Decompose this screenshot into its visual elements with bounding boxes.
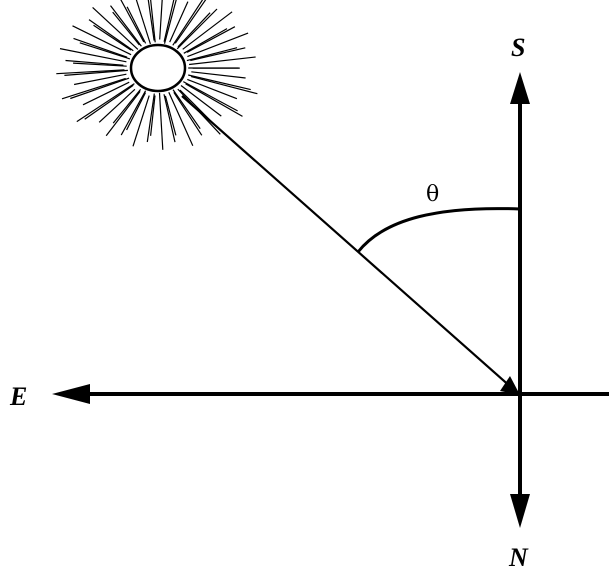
sun-ray-stroke xyxy=(172,89,201,130)
north-label: N xyxy=(508,543,529,572)
east-label: E xyxy=(9,382,27,411)
east-arrowhead xyxy=(52,384,90,404)
south-label: S xyxy=(511,33,525,62)
sun-ray-stroke xyxy=(105,91,141,137)
sun-ray-stroke xyxy=(183,81,238,112)
sun-ray-stroke xyxy=(174,0,207,44)
sun-ray-stroke xyxy=(88,19,134,52)
sun-ray-stroke xyxy=(183,28,228,54)
sun-ray-stroke xyxy=(93,24,132,51)
angle-label: θ xyxy=(426,182,439,207)
sun-ray-stroke xyxy=(182,11,233,50)
sun-ray-stroke xyxy=(120,0,145,43)
sun-ray-stroke xyxy=(187,78,238,100)
sun-ray-stroke xyxy=(82,81,130,106)
sun-ray-stroke xyxy=(177,12,211,48)
sun-ray-stroke xyxy=(112,11,140,46)
sun-ray-stroke xyxy=(164,95,177,136)
sun-disc xyxy=(129,43,187,93)
sun-ray-stroke xyxy=(158,92,164,150)
sun-ray-stroke xyxy=(64,69,128,76)
sun-ray-stroke xyxy=(56,69,125,75)
sun-ray-stroke xyxy=(163,94,176,143)
sun-ray-stroke xyxy=(186,26,236,53)
angle-arc xyxy=(356,207,521,253)
sun-ray-stroke xyxy=(163,0,175,42)
sun-ray-stroke xyxy=(84,84,134,120)
sun-ray-stroke xyxy=(150,95,156,136)
sun-ray-stroke xyxy=(112,89,142,124)
sun-ray-stroke xyxy=(70,77,130,100)
sun-ray-stroke xyxy=(65,59,124,66)
sun-ray-stroke xyxy=(61,77,126,100)
sun-ray-stroke xyxy=(146,93,155,143)
sun-icon xyxy=(56,0,258,150)
sun-ray-stroke xyxy=(120,90,147,136)
sun-ray-stroke xyxy=(191,71,246,79)
sun-rays xyxy=(56,0,258,150)
sun-ray-stroke xyxy=(169,1,189,43)
sun-ray-stroke xyxy=(110,5,142,47)
sun-ray-stroke xyxy=(188,74,251,91)
sun-ray-stroke xyxy=(168,91,194,146)
sun-ray-stroke xyxy=(190,76,258,95)
sun-ray-stroke xyxy=(187,32,249,58)
sun-ray-stroke xyxy=(190,47,246,62)
sun-ray-stroke xyxy=(72,25,132,56)
sun-ray-stroke xyxy=(98,88,136,123)
sun-ray-stroke xyxy=(189,56,256,66)
sun-ray-stroke xyxy=(180,85,222,117)
sun-ray-stroke xyxy=(92,6,139,50)
sun-ray-stroke xyxy=(126,92,147,131)
sun-ray-arrowhead xyxy=(500,376,520,395)
sun-ray-stroke xyxy=(135,0,151,45)
sun-ray-line xyxy=(181,95,513,389)
sun-ray-stroke xyxy=(159,0,163,40)
sun-ray-stroke xyxy=(163,0,177,44)
sun-ray-stroke xyxy=(172,0,204,46)
sun-ray-stroke xyxy=(59,48,127,63)
south-arrowhead xyxy=(510,72,530,104)
sun-ray-stroke xyxy=(73,37,128,58)
sun-ray-stroke xyxy=(76,83,135,123)
sun-ray-stroke xyxy=(79,42,131,60)
sun-ray-stroke xyxy=(173,91,203,136)
sun-ray-stroke xyxy=(176,8,218,50)
sun-ray-stroke xyxy=(126,6,147,44)
sun-ray-stroke xyxy=(73,73,127,86)
north-arrowhead xyxy=(510,494,530,528)
sun-ray-stroke xyxy=(73,62,127,67)
sun-ray-stroke xyxy=(150,0,156,43)
sun-ray-stroke xyxy=(185,83,243,117)
sun-ray-stroke xyxy=(147,0,155,41)
sun-ray-stroke xyxy=(132,95,150,147)
sun-ray-stroke xyxy=(186,47,238,62)
